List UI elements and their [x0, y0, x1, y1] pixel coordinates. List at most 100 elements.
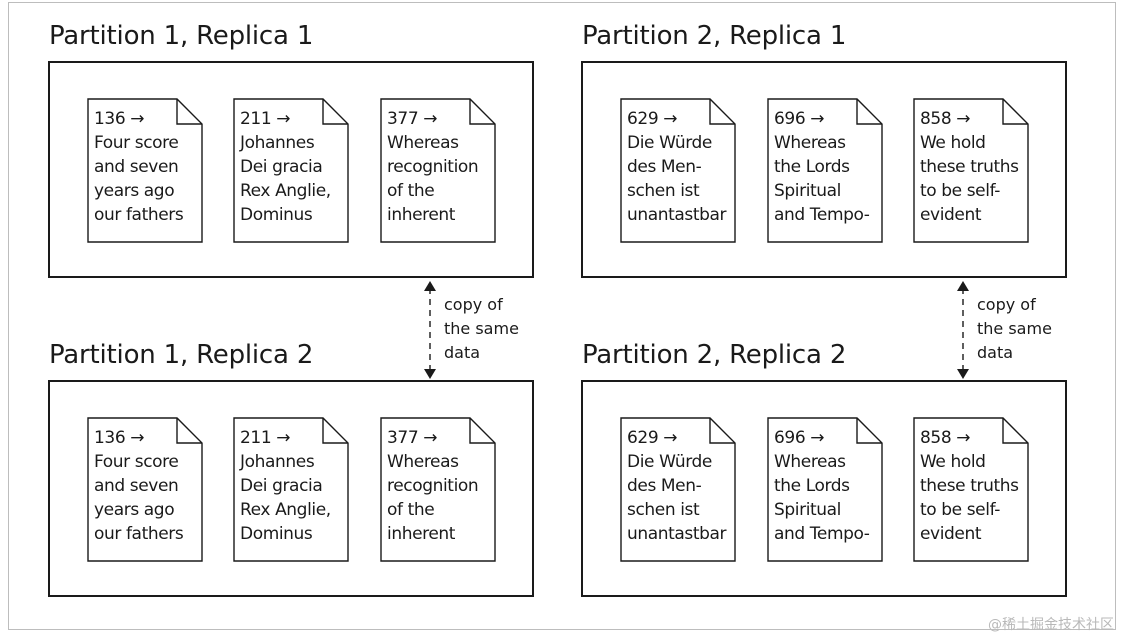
document-line: Dominus	[240, 205, 313, 225]
document-key: 629 →	[627, 109, 678, 129]
document-text: 211 → Johannes Dei gracia Rex Anglie, Do…	[240, 107, 348, 227]
partition-2-replica-1-box: 629 → Die Würde des Men- schen ist unant…	[581, 61, 1067, 278]
document-line: schen ist	[627, 181, 700, 201]
document-line: to be self-	[920, 181, 1000, 201]
document-377: 377 → Whereas recognition of the inheren…	[380, 98, 496, 243]
document-key: 136 →	[94, 428, 145, 448]
document-line: Four score	[94, 452, 179, 472]
arrowhead-down-icon	[424, 369, 436, 379]
document-line: Dominus	[240, 524, 313, 544]
document-key: 211 →	[240, 109, 291, 129]
document-text: 629 → Die Würde des Men- schen ist unant…	[627, 426, 735, 546]
document-text: 377 → Whereas recognition of the inheren…	[387, 426, 495, 546]
document-136: 136 → Four score and seven years ago our…	[87, 98, 203, 243]
document-line: Dei gracia	[240, 476, 323, 496]
copy-note-left: copy of the same data	[444, 293, 519, 365]
document-line: Die Würde	[627, 452, 712, 472]
document-211: 211 → Johannes Dei gracia Rex Anglie, Do…	[233, 417, 349, 562]
document-line: Four score	[94, 133, 179, 153]
document-line: unantastbar	[627, 524, 727, 544]
partition-2-replica-2-box: 629 → Die Würde des Men- schen ist unant…	[581, 380, 1067, 597]
document-line: Whereas	[387, 133, 459, 153]
replication-arrow-right	[957, 281, 969, 379]
document-icon	[913, 417, 1029, 562]
replication-arrow-left	[424, 281, 436, 379]
document-text: 858 → We hold these truths to be self- e…	[920, 107, 1028, 227]
partition-1-replica-2-title: Partition 1, Replica 2	[49, 340, 314, 370]
document-text: 136 → Four score and seven years ago our…	[94, 426, 202, 546]
document-icon	[87, 417, 203, 562]
document-696: 696 → Whereas the Lords Spiritual and Te…	[767, 417, 883, 562]
document-text: 377 → Whereas recognition of the inheren…	[387, 107, 495, 227]
document-629: 629 → Die Würde des Men- schen ist unant…	[620, 417, 736, 562]
document-line: inherent	[387, 205, 456, 225]
document-key: 211 →	[240, 428, 291, 448]
document-line: Whereas	[387, 452, 459, 472]
partition-2-replica-2-title: Partition 2, Replica 2	[582, 340, 847, 370]
document-line: Rex Anglie,	[240, 500, 331, 520]
arrowhead-up-icon	[424, 281, 436, 291]
document-line: Whereas	[774, 133, 846, 153]
document-line: to be self-	[920, 500, 1000, 520]
document-line: We hold	[920, 133, 986, 153]
document-line: unantastbar	[627, 205, 727, 225]
document-text: 136 → Four score and seven years ago our…	[94, 107, 202, 227]
document-icon	[380, 98, 496, 243]
copy-note-line: data	[444, 343, 481, 362]
partition-1-replica-1-title: Partition 1, Replica 1	[49, 21, 314, 51]
document-211: 211 → Johannes Dei gracia Rex Anglie, Do…	[233, 98, 349, 243]
document-line: these truths	[920, 476, 1019, 496]
document-icon	[767, 98, 883, 243]
document-text: 696 → Whereas the Lords Spiritual and Te…	[774, 426, 882, 546]
arrowhead-up-icon	[957, 281, 969, 291]
document-line: of the	[387, 181, 435, 201]
partition-1-replica-1-box: 136 → Four score and seven years ago our…	[48, 61, 534, 278]
document-key: 136 →	[94, 109, 145, 129]
watermark: @稀土掘金技术社区	[988, 617, 1114, 633]
document-icon	[620, 417, 736, 562]
document-line: Whereas	[774, 452, 846, 472]
document-key: 696 →	[774, 109, 825, 129]
copy-note-line: copy of	[977, 295, 1036, 314]
document-line: Spiritual	[774, 181, 841, 201]
document-line: these truths	[920, 157, 1019, 177]
document-key: 858 →	[920, 428, 971, 448]
document-line: and seven	[94, 476, 179, 496]
document-line: of the	[387, 500, 435, 520]
document-icon	[87, 98, 203, 243]
document-text: 858 → We hold these truths to be self- e…	[920, 426, 1028, 546]
document-line: Dei gracia	[240, 157, 323, 177]
document-858: 858 → We hold these truths to be self- e…	[913, 98, 1029, 243]
document-line: the Lords	[774, 157, 850, 177]
document-377: 377 → Whereas recognition of the inheren…	[380, 417, 496, 562]
document-line: Rex Anglie,	[240, 181, 331, 201]
document-line: our fathers	[94, 524, 184, 544]
document-key: 629 →	[627, 428, 678, 448]
document-line: des Men-	[627, 157, 702, 177]
document-icon	[380, 417, 496, 562]
document-line: and Tempo-	[774, 524, 870, 544]
document-line: Spiritual	[774, 500, 841, 520]
document-key: 377 →	[387, 109, 438, 129]
document-text: 211 → Johannes Dei gracia Rex Anglie, Do…	[240, 426, 348, 546]
document-696: 696 → Whereas the Lords Spiritual and Te…	[767, 98, 883, 243]
document-line: recognition	[387, 157, 479, 177]
document-858: 858 → We hold these truths to be self- e…	[913, 417, 1029, 562]
partition-1-replica-2-box: 136 → Four score and seven years ago our…	[48, 380, 534, 597]
document-line: and seven	[94, 157, 179, 177]
document-line: years ago	[94, 181, 175, 201]
document-136: 136 → Four score and seven years ago our…	[87, 417, 203, 562]
copy-note-line: the same	[977, 319, 1052, 338]
document-line: our fathers	[94, 205, 184, 225]
document-line: the Lords	[774, 476, 850, 496]
document-line: schen ist	[627, 500, 700, 520]
document-line: years ago	[94, 500, 175, 520]
document-line: Die Würde	[627, 133, 712, 153]
document-icon	[233, 98, 349, 243]
document-629: 629 → Die Würde des Men- schen ist unant…	[620, 98, 736, 243]
document-icon	[233, 417, 349, 562]
copy-note-line: the same	[444, 319, 519, 338]
document-line: des Men-	[627, 476, 702, 496]
document-line: We hold	[920, 452, 986, 472]
document-line: Johannes	[240, 133, 315, 153]
